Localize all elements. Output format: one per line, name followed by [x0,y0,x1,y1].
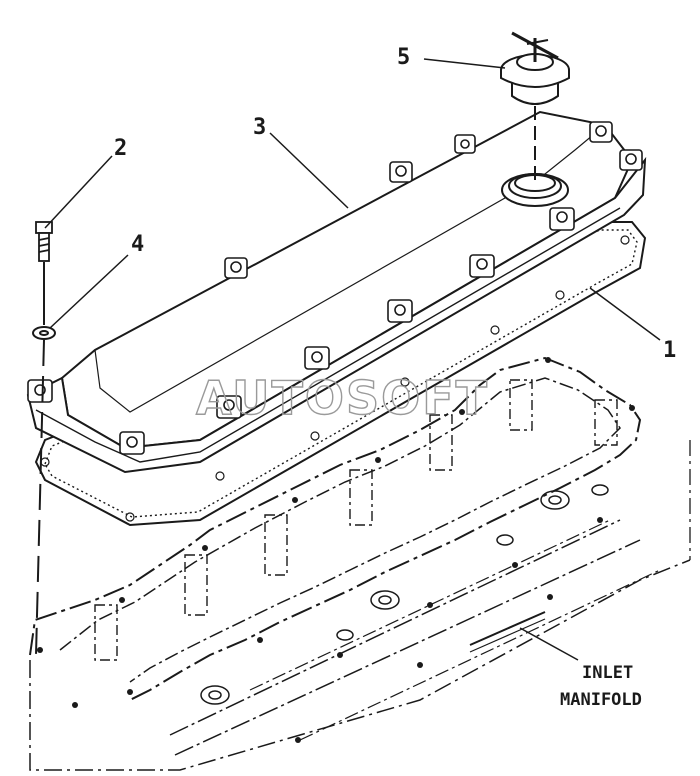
callout-1: 1 [663,338,676,363]
cover-bosses [27,121,643,455]
manifold-rail-1 [169,519,621,736]
head-bottom-edge [29,559,691,771]
callout-5: 5 [397,45,410,70]
leader-inlet [519,627,579,661]
leader-1 [589,287,661,341]
callout-labels: 1 2 3 4 5 [114,45,676,363]
cylinder-head [29,356,691,771]
leader-4 [49,254,129,329]
part-3-valve-cover [26,110,647,474]
callout-3: 3 [253,115,266,140]
part-2-bolt [35,221,53,262]
leader-2 [44,155,113,229]
head-bolt-dots [37,357,635,743]
cover-edge-line [35,207,621,463]
cap-body [511,81,559,105]
inlet-label: INLET [582,663,633,683]
manifold-rail-2 [174,539,641,756]
leader-5 [423,58,506,69]
head-rim-outer [29,356,642,701]
manifold-rail-3 [249,519,611,691]
leader-3 [269,132,349,209]
bolt-centerline [35,339,45,656]
manifold-rail-4 [299,569,661,741]
callout-2: 2 [114,136,127,161]
watermark: AUTOSOFT [196,371,489,425]
rocker-posts [94,379,618,661]
head-rim-inner [59,377,621,683]
part-5-filler-cap [500,31,570,105]
callout-4: 4 [131,232,144,257]
filler-neck [501,173,569,207]
cover-front-skirt [26,156,647,474]
inlet-manifold-bar [469,611,546,646]
part-4-washer [32,326,56,340]
manifold-label: MANIFOLD [560,690,642,710]
cover-ridge [94,124,606,413]
valve-caps [200,484,609,705]
inlet-manifold-bar-2 [469,618,546,653]
leader-lines [44,58,661,661]
